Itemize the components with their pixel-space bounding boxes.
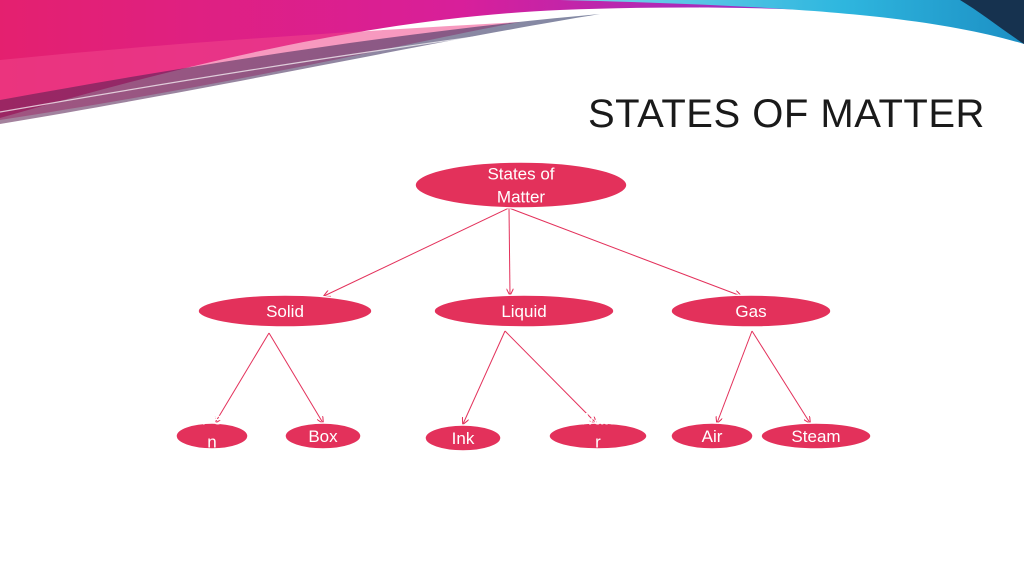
node-steam: Steam — [760, 422, 872, 450]
decorative-banner — [0, 0, 1024, 124]
node-water-label: Wate — [578, 410, 617, 429]
node-air-label: Air — [702, 427, 723, 446]
edge-root-to-gas — [508, 207, 741, 296]
node-water-label: r — [595, 433, 601, 452]
node-water-shape — [548, 422, 648, 450]
node-air: Air — [670, 422, 754, 450]
diagram-edges — [215, 207, 810, 424]
node-water: Wate r — [548, 410, 648, 452]
node-liquid: Liquid — [433, 294, 615, 328]
node-steam-label: Steam — [791, 427, 840, 446]
edge-root-to-solid — [324, 207, 510, 296]
node-liquid-shape — [433, 294, 615, 328]
node-gas-label: Gas — [735, 302, 766, 321]
node-root: States of Matter — [414, 161, 628, 209]
node-root-label: States of — [487, 165, 554, 184]
node-liquid-label: Liquid — [501, 302, 546, 321]
edge-gas-to-steam — [751, 330, 810, 423]
edge-solid-to-pen — [215, 332, 270, 423]
node-ink: Ink — [424, 424, 502, 452]
node-steam-shape — [760, 422, 872, 450]
edge-liquid-to-water — [504, 330, 596, 423]
edge-gas-to-air — [717, 330, 753, 423]
node-ink-label: Ink — [452, 429, 475, 448]
node-box: Box — [284, 422, 362, 450]
node-pen-label: Pe — [202, 410, 223, 429]
slide-title: STATES OF MATTER — [588, 92, 985, 136]
node-box-label: Box — [308, 427, 338, 446]
node-pen-shape — [175, 422, 249, 450]
node-pen: Pe n — [175, 410, 249, 452]
node-solid-label: Solid — [266, 302, 304, 321]
node-pen-label: n — [207, 433, 216, 452]
node-ink-shape — [424, 424, 502, 452]
node-root-label: Matter — [497, 188, 546, 207]
edge-liquid-to-ink — [463, 330, 506, 424]
node-root-shape — [414, 161, 628, 209]
node-box-shape — [284, 422, 362, 450]
edge-solid-to-box — [268, 332, 323, 423]
edge-root-to-liquid — [509, 207, 510, 295]
node-air-shape — [670, 422, 754, 450]
node-gas: Gas — [670, 294, 832, 328]
node-solid: Solid — [197, 294, 373, 328]
node-solid-shape — [197, 294, 373, 328]
node-gas-shape — [670, 294, 832, 328]
